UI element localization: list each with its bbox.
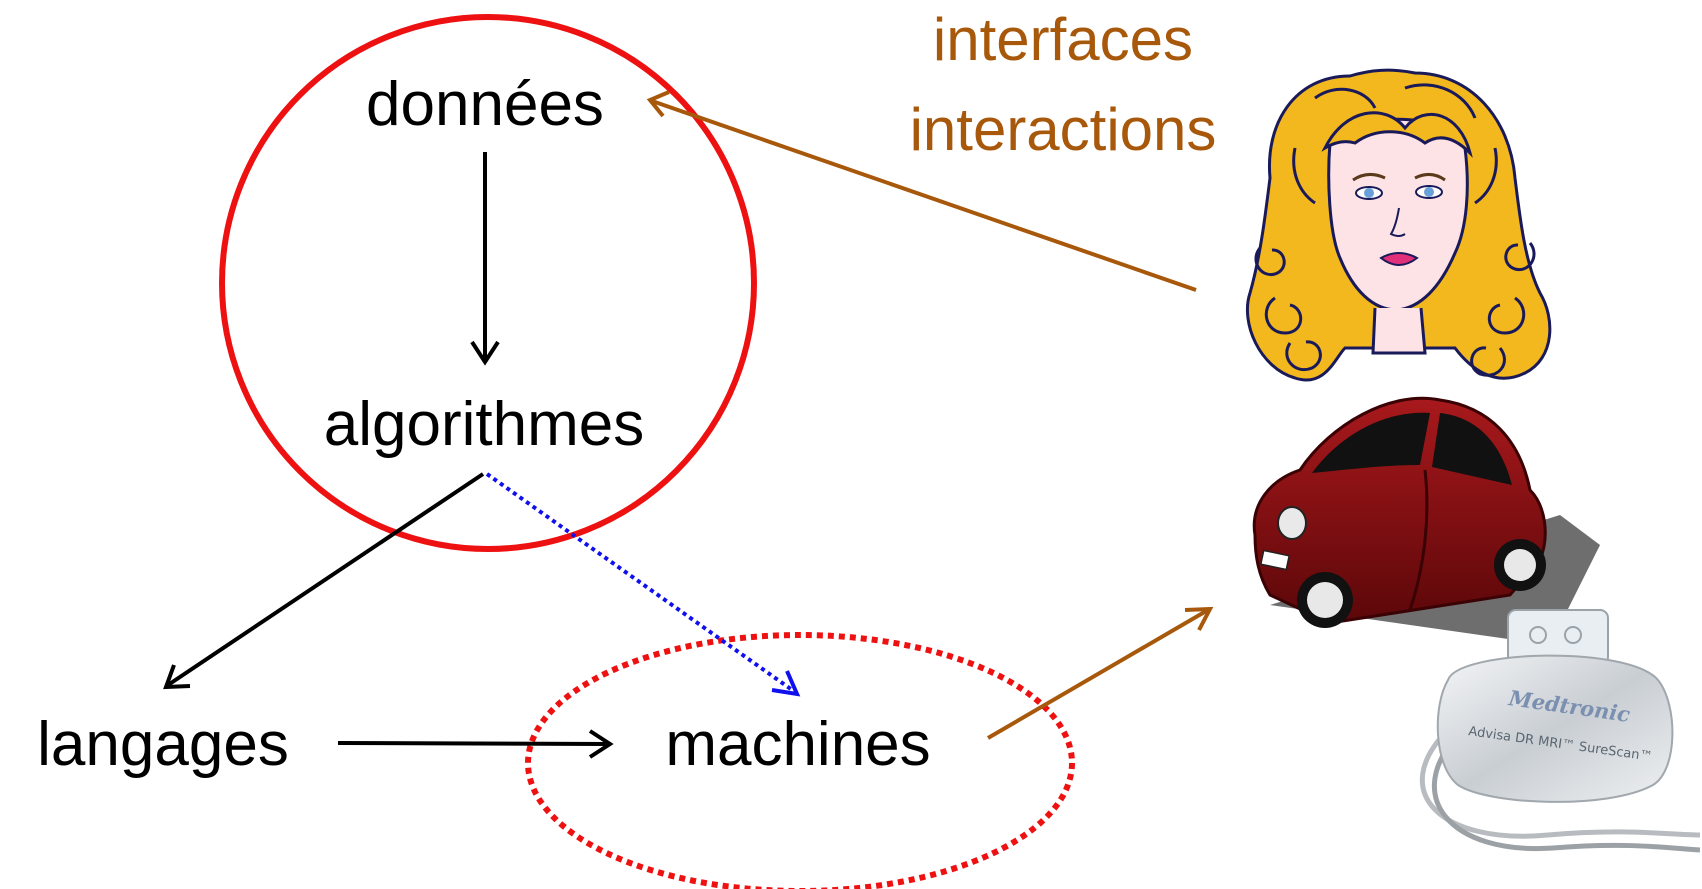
red-car-icon (1252, 396, 1600, 645)
pacemaker-icon: Medtronic Advisa DR MRI™ SureScan™ (1419, 609, 1701, 853)
label-machines: machines (665, 710, 930, 779)
machines-dotted-ellipse (525, 632, 1075, 889)
label-donnees: données (366, 70, 604, 139)
data-algorithms-circle (219, 14, 757, 552)
arrow-interface-to-donnees (646, 90, 1197, 292)
dotted-arrow-algorithmes-to-machines (485, 472, 801, 697)
arrow-donnees-to-algorithmes (470, 152, 500, 366)
arrow-machines-to-devices (986, 606, 1214, 740)
arrow-algorithmes-to-langages (163, 472, 485, 690)
label-langages: langages (37, 710, 289, 779)
label-interactions: interactions (910, 96, 1217, 163)
woman-face-icon (1245, 68, 1552, 382)
arrow-langages-to-machines (337, 729, 614, 759)
label-algorithmes: algorithmes (324, 390, 644, 459)
label-interfaces: interfaces (933, 6, 1193, 73)
